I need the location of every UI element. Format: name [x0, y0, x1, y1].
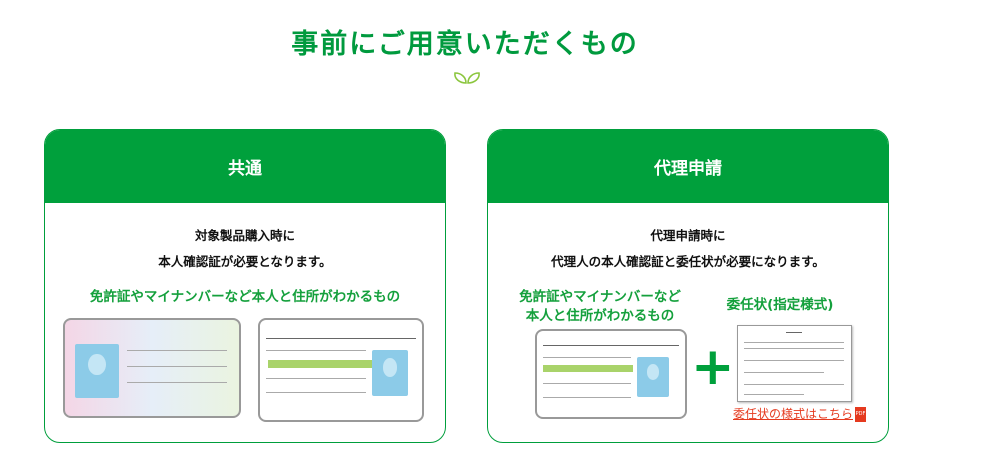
sub-line: 本人と住所がわかるもの: [525, 308, 675, 324]
drivers-license-image: [258, 318, 424, 422]
drivers-license-image: [535, 329, 687, 419]
proxy-header: 代理申請: [488, 130, 888, 203]
proxy-card: 代理申請 代理申請時に代理人の本人確認証と委任状が必要になります。 免許証やマイ…: [487, 129, 889, 443]
photo-icon: [75, 344, 119, 398]
pdf-icon[interactable]: PDF: [855, 407, 867, 422]
leaf-icon: [454, 72, 480, 84]
photo-icon: [372, 350, 408, 396]
proxy-id-subheading: 免許証やマイナンバーなど本人と住所がわかるもの: [500, 288, 700, 326]
link-text[interactable]: 委任状の様式はこちら: [733, 407, 854, 421]
desc-line: 代理申請時に: [650, 228, 726, 243]
proxy-form-subheading: 委任状(指定様式): [726, 297, 834, 313]
common-subheading: 免許証やマイナンバーなど本人と住所がわかるもの: [89, 289, 401, 305]
desc-line: 本人確認証が必要となります。: [158, 254, 332, 269]
photo-icon: [637, 357, 669, 397]
common-header: 共通: [45, 130, 445, 203]
sub-line: 免許証やマイナンバーなど: [519, 289, 681, 305]
plus-icon: +: [691, 337, 735, 397]
proxy-form-image: [737, 325, 852, 402]
desc-line: 代理人の本人確認証と委任状が必要になります。: [551, 254, 825, 269]
page-title: 事前にご用意いただくもの: [291, 29, 639, 60]
proxy-description: 代理申請時に代理人の本人確認証と委任状が必要になります。: [488, 223, 888, 275]
common-description: 対象製品購入時に本人確認証が必要となります。: [45, 223, 445, 275]
desc-line: 対象製品購入時に: [194, 228, 295, 243]
common-card: 共通 対象製品購入時に本人確認証が必要となります。 免許証やマイナンバーなど本人…: [44, 129, 446, 443]
my-number-card-image: [63, 318, 241, 418]
